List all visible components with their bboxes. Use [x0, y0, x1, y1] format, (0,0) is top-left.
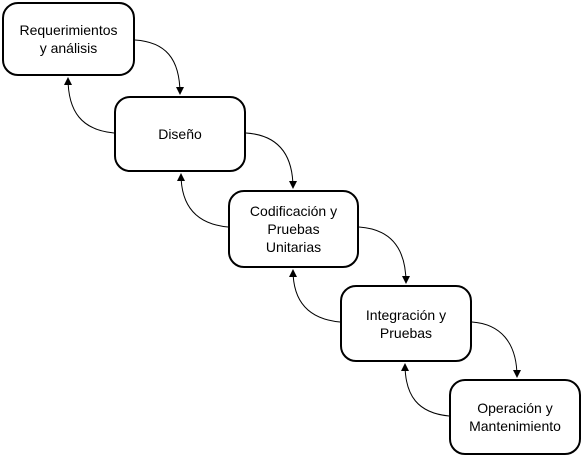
stage-diseno-label: Diseño	[158, 126, 202, 142]
arrow-diseno-to-requerimientos	[64, 77, 115, 134]
arrow-codificacion-to-integracion	[358, 226, 410, 284]
arrow-integracion-to-operacion	[471, 321, 521, 378]
stage-operacion: Operación y Mantenimiento	[449, 379, 581, 455]
arrow-integracion-to-codificacion	[289, 269, 341, 323]
stage-diseno: Diseño	[114, 96, 246, 172]
stage-operacion-label: Operación y Mantenimiento	[469, 400, 561, 434]
arrow-diseno-to-codificacion	[245, 132, 297, 189]
stage-requerimientos-label: Requerimientos y análisis	[19, 22, 118, 56]
stage-codificacion: Codificación y Pruebas Unitarias	[228, 190, 359, 268]
arrow-codificacion-to-diseno	[177, 173, 229, 228]
stage-codificacion-label: Codificación y Pruebas Unitarias	[249, 203, 338, 255]
arrow-requerimientos-to-diseno	[134, 39, 184, 95]
stage-integracion: Integración y Pruebas	[340, 285, 472, 362]
arrow-operacion-to-integracion	[401, 363, 450, 417]
stage-requerimientos: Requerimientos y análisis	[2, 2, 135, 76]
stage-integracion-label: Integración y Pruebas	[365, 306, 447, 341]
